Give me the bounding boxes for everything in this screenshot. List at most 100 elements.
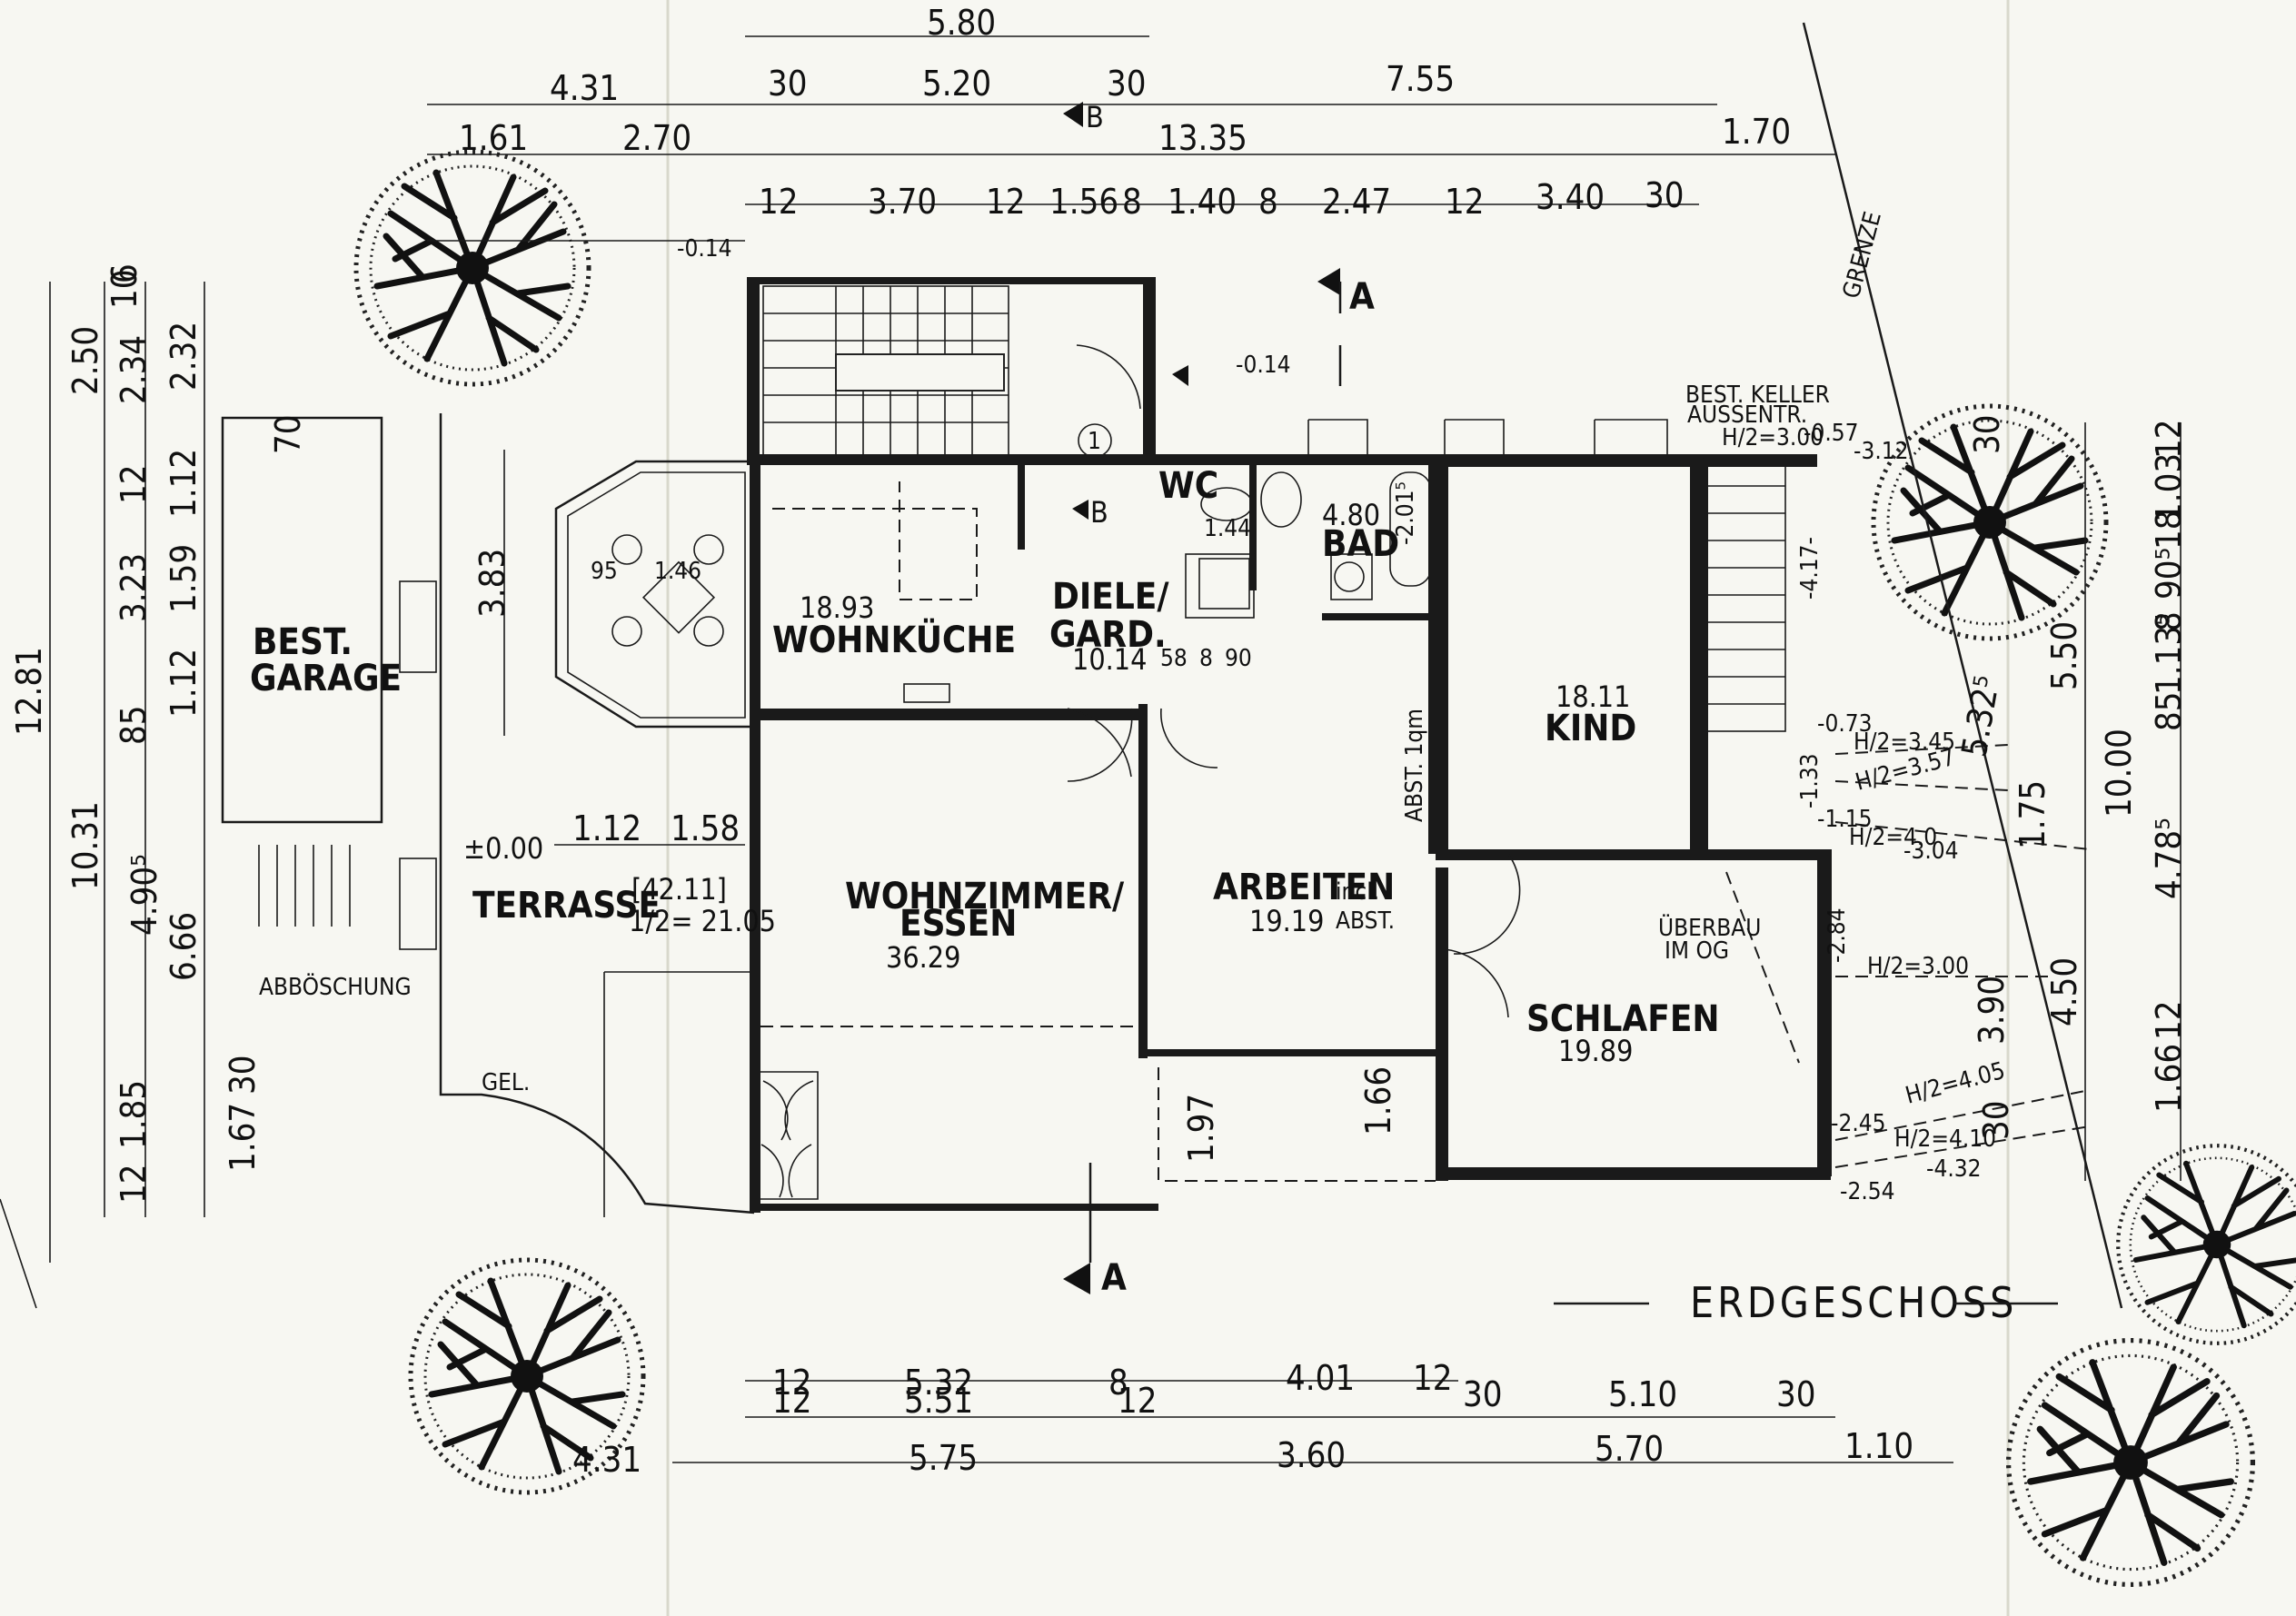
- garage-line1: BEST.: [253, 621, 353, 663]
- dim-top-170: 1.70: [1722, 112, 1791, 152]
- marker-b-inner: B: [1090, 495, 1108, 530]
- dim-bottom-401: 4.01: [1286, 1358, 1355, 1398]
- dim-left-30: 30: [223, 1056, 263, 1096]
- dim-left-112b: 1.12: [164, 649, 204, 718]
- room-wohnkueche: WOHNKÜCHE: [772, 618, 1016, 661]
- dim-bottom-510: 5.10: [1608, 1374, 1677, 1414]
- note-gel: GEL.: [482, 1069, 530, 1096]
- dim-inner-58: 58: [1160, 645, 1188, 672]
- marker-circle-1: 1: [1088, 428, 1101, 455]
- dim-top-340: 3.40: [1536, 177, 1605, 217]
- dim-bottom-532: 5.32: [904, 1363, 973, 1403]
- dim-inner-90: 90: [1225, 645, 1252, 672]
- dim-left-12b: 12: [114, 1165, 154, 1205]
- room-wohnzimmer-line1: WOHNZIMMER/: [845, 876, 1125, 917]
- level-245: -2.45: [1831, 1110, 1886, 1137]
- note-abboeschung: ABBÖSCHUNG: [259, 972, 412, 1001]
- dim-left-234: 2.34: [114, 335, 154, 404]
- dim-left-232: 2.32: [164, 322, 204, 391]
- dim-bottom-551: 5.51: [904, 1381, 973, 1421]
- dimension-lines-right: [2084, 422, 2182, 1181]
- dim-left-70: 70: [268, 415, 308, 455]
- room-schlafen-area: 19.89: [1558, 1034, 1633, 1068]
- dim-bottom-570: 5.70: [1595, 1429, 1664, 1469]
- dim-left-4905: 4.90⁵: [124, 854, 164, 936]
- dim-right-450: 4.50: [2044, 957, 2084, 1026]
- dim-left-6: 6: [104, 263, 144, 283]
- note-keller-2: AUSSENTR.: [1687, 402, 1807, 429]
- level-073: -0.73: [1817, 710, 1873, 738]
- tree-icon-bottom-right-1: [2118, 1145, 2296, 1343]
- note-abst-1qm: ABST. 1qm: [1401, 709, 1428, 822]
- dim-top-30b: 30: [1107, 64, 1147, 104]
- garage-line2: GARAGE: [250, 658, 402, 699]
- dim-top-30: 30: [1645, 175, 1685, 215]
- building-walls: [747, 277, 1832, 1213]
- dim-bottom-8: 8: [1108, 1363, 1128, 1403]
- level-284: -2.84: [1824, 907, 1851, 963]
- dim-top-247: 2.47: [1322, 182, 1391, 222]
- dim-right-550: 5.50: [2044, 621, 2084, 690]
- note-wc-144: 1.44: [1204, 515, 1251, 542]
- note-grenze: GRENZE: [1838, 209, 1887, 302]
- note-ueberbau-1: ÜBERBAU: [1658, 913, 1761, 942]
- dim-left-666: 6.66: [164, 912, 204, 981]
- dim-left-185: 1.85: [114, 1080, 154, 1149]
- dim-left-383: 3.83: [472, 549, 512, 618]
- dim-inner-8: 8: [1199, 645, 1213, 672]
- dim-top-8a: 8: [1122, 182, 1142, 222]
- room-terrasse: TERRASSE: [472, 885, 661, 927]
- dim-left-159: 1.59: [164, 544, 204, 613]
- dim-top-580: 5.80: [927, 3, 996, 43]
- room-bad-area: 4.80: [1322, 498, 1380, 532]
- room-schlafen: SCHLAFEN: [1526, 998, 1720, 1040]
- room-bad: BAD: [1322, 523, 1399, 565]
- dim-left-167: 1.67: [223, 1103, 263, 1172]
- dim-left-10: 10: [104, 270, 144, 310]
- dim-right-12: 12: [2149, 420, 2189, 460]
- staircase-cellar: [1703, 458, 1786, 732]
- dim-right-390: 3.90: [1972, 976, 2012, 1045]
- dim-right-1000: 10.00: [2099, 729, 2139, 818]
- dim-left-112a: 1.12: [164, 449, 204, 518]
- dim-right-103: 1.03: [2149, 453, 2189, 522]
- level-133: -1.33: [1796, 753, 1824, 808]
- dim-inner-166: 1.66: [1358, 1066, 1398, 1135]
- room-kind: KIND: [1545, 708, 1636, 749]
- room-arbeiten: ARBEITEN: [1213, 867, 1395, 908]
- dim-top-12b: 12: [986, 182, 1026, 222]
- dimension-lines-bottom: [672, 1380, 1953, 1463]
- level-432: -4.32: [1926, 1155, 1982, 1183]
- dim-top-30a: 30: [768, 64, 808, 104]
- dimension-text-right: 12 1.03 18 90⁵ 8 1.13⁵ 85 10.00 5.50 4.7…: [1954, 415, 2189, 1141]
- section-marker-bottom: A: [1063, 1163, 1127, 1299]
- dim-top-156: 1.56: [1049, 182, 1118, 222]
- room-wohnzimmer-area: 36.29: [886, 940, 960, 975]
- level-115: -1.15: [1817, 806, 1873, 833]
- dim-top-12c: 12: [1445, 182, 1485, 222]
- level-254: -2.54: [1840, 1178, 1895, 1205]
- level-304: -3.04: [1903, 838, 1959, 865]
- dimension-text-left: 12.81 10.31 4.90⁵ 2.50 2.34 2.32 10 6 12…: [9, 263, 512, 1204]
- tree-icon-bottom-right-2: [2009, 1341, 2253, 1585]
- dim-bottom-12c: 12: [772, 1381, 812, 1421]
- room-wohnkueche-area: 18.93: [800, 590, 874, 625]
- dimension-lines-left: [49, 282, 745, 1263]
- dim-bottom-30a: 30: [1463, 1374, 1503, 1414]
- level-312: -3.12: [1854, 438, 1909, 465]
- dim-top-270: 2.70: [622, 118, 691, 158]
- room-diele-line1: DIELE/: [1052, 576, 1169, 618]
- note-bad-step: -2.01⁵: [1392, 481, 1419, 545]
- level-014a: -0.14: [677, 235, 732, 263]
- note-table-95: 95: [591, 558, 618, 585]
- dim-top-431: 4.31: [550, 68, 619, 108]
- room-diele-line2: GARD.: [1049, 614, 1167, 656]
- dim-top-12a: 12: [759, 182, 799, 222]
- room-arbeiten-abst: ABST.: [1336, 907, 1395, 935]
- room-terrasse-area-a: [42.11]: [631, 872, 727, 907]
- level-057: -0.57: [1804, 420, 1859, 447]
- dim-left-158: 1.58: [671, 808, 740, 848]
- dim-right-166: 1.66: [2149, 1044, 2189, 1113]
- dim-bottom-575: 5.75: [909, 1438, 978, 1478]
- room-wohnzimmer-line2: ESSEN: [900, 903, 1017, 945]
